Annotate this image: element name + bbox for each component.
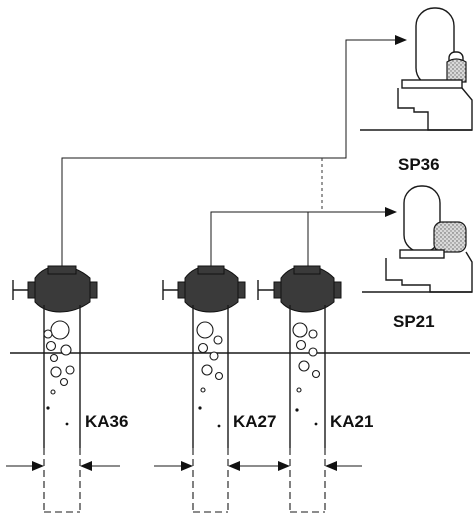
sp21-machine bbox=[362, 185, 473, 293]
ka27-label: KA27 bbox=[233, 412, 276, 431]
sp36-label: SP36 bbox=[398, 155, 440, 174]
pipeline-to-sp21 bbox=[210, 207, 397, 272]
sp36-machine bbox=[360, 7, 473, 131]
pipeline-ka36-to-sp36 bbox=[61, 35, 407, 272]
ka36-column bbox=[12, 265, 98, 513]
ka36-label: KA36 bbox=[85, 412, 128, 431]
ka21-label: KA21 bbox=[330, 412, 373, 431]
ka27-column bbox=[162, 265, 246, 513]
sp21-label: SP21 bbox=[393, 312, 435, 331]
ka21-column bbox=[257, 265, 342, 513]
